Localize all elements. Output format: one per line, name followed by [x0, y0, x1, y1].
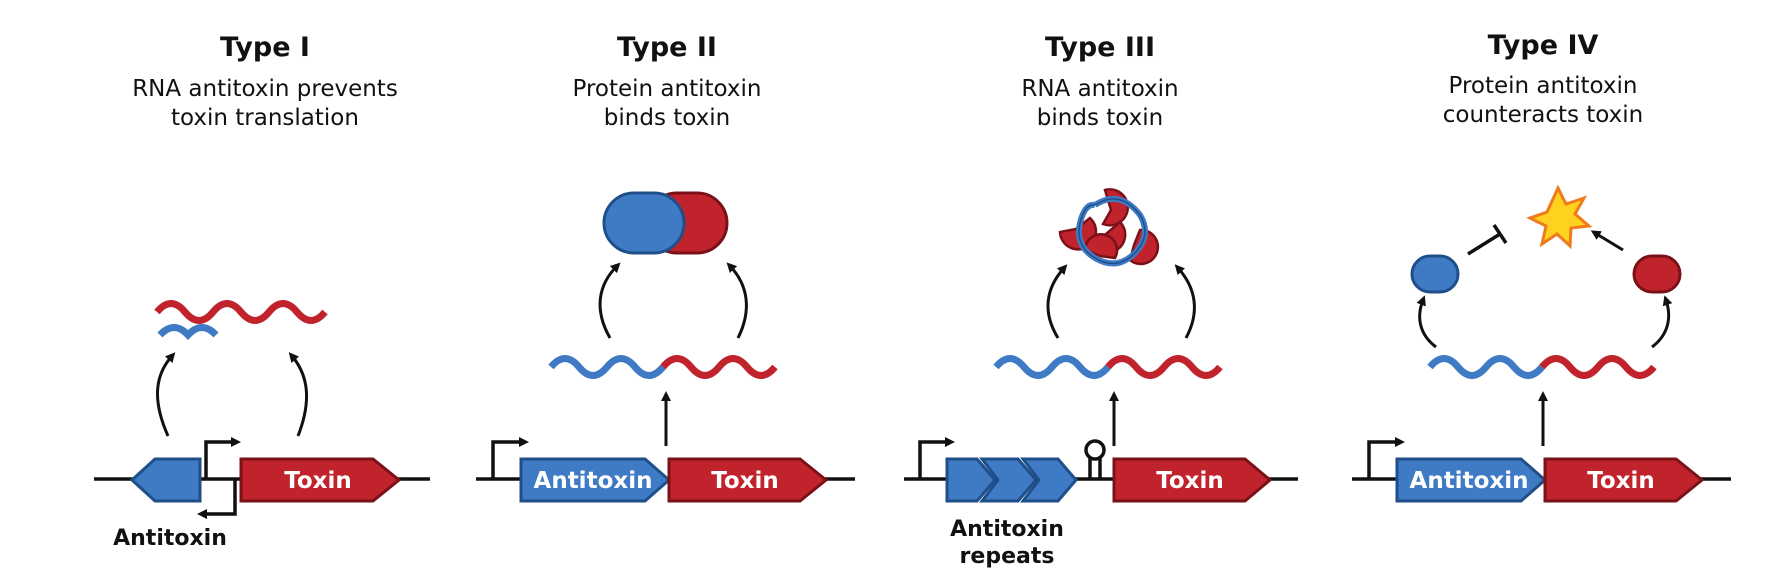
panel-title: Type IV	[1488, 30, 1599, 61]
promoter	[1367, 437, 1405, 479]
antitoxin-rna	[993, 355, 1111, 379]
transcription-arrow-left	[156, 352, 176, 437]
inhibition-line	[1467, 224, 1508, 256]
translation-arrow-right	[1651, 295, 1673, 349]
panel-subtitle-line2: counteracts toxin	[1443, 102, 1644, 128]
toxin-mrna	[660, 355, 778, 379]
panel-title: Type II	[617, 32, 717, 63]
antitoxin-repeats-label-line2: repeats	[960, 544, 1055, 569]
antitoxin-repeats-label-line1: Antitoxin	[950, 517, 1064, 542]
toxin-antitoxin-complex	[1058, 188, 1160, 267]
antitoxin-label: Antitoxin	[113, 526, 227, 551]
panel-subtitle-line2: binds toxin	[1037, 105, 1163, 131]
panel-title: Type III	[1045, 32, 1155, 63]
toxin-gene	[239, 457, 402, 503]
antitoxin-protein	[1410, 254, 1460, 294]
toxin-action-arrow	[1590, 230, 1624, 252]
antitoxin-mrna	[1427, 355, 1545, 379]
antitoxin-repeat-2	[978, 457, 1038, 503]
terminator-loop	[1084, 439, 1106, 461]
antitoxin-gene	[1395, 457, 1548, 503]
terminator-hairpin	[1088, 458, 1102, 479]
panel-subtitle-line1: Protein antitoxin	[1449, 73, 1638, 99]
translation-arrow-right	[1174, 264, 1196, 339]
promoter	[918, 437, 955, 479]
toxin-gene	[1543, 457, 1705, 503]
antitoxin-gene-label: Antitoxin	[1410, 468, 1529, 494]
transcription-arrow-right	[288, 352, 309, 437]
antitoxin-gene	[129, 457, 202, 503]
antitoxin-gene-label: Antitoxin	[534, 468, 653, 494]
translation-arrow-left	[1046, 264, 1068, 339]
toxin-effect-star-icon	[1526, 184, 1593, 250]
translation-arrow-left	[598, 262, 621, 339]
antitoxin-gene	[519, 457, 672, 503]
toxin-promoter	[204, 437, 241, 479]
promoter	[491, 437, 529, 479]
panel-title: Type I	[220, 32, 310, 63]
panel-subtitle-line1: RNA antitoxin	[1021, 76, 1178, 102]
panel-subtitle-line2: toxin translation	[171, 105, 359, 131]
toxin-mrna	[154, 300, 328, 324]
panel-type-4: Type IV Protein antitoxin counteracts to…	[1352, 30, 1731, 503]
toxin-gene-label: Toxin	[1587, 468, 1655, 494]
toxin-gene	[667, 457, 829, 503]
toxin-gene-label: Toxin	[711, 468, 779, 494]
toxin-mrna	[1539, 355, 1657, 379]
panel-type-1: Type I RNA antitoxin prevents toxin tran…	[94, 32, 430, 551]
panel-subtitle-line1: Protein antitoxin	[573, 76, 762, 102]
antitoxin-promoter	[197, 479, 237, 519]
toxin-gene	[1112, 457, 1273, 503]
antitoxin-repeat-1	[945, 457, 997, 503]
toxin-gene-label: Toxin	[1156, 468, 1224, 494]
toxin-protein	[1632, 254, 1682, 294]
panel-subtitle-line2: binds toxin	[604, 105, 730, 131]
toxin-mrna	[1105, 355, 1223, 379]
toxin-gene-label: Toxin	[284, 468, 352, 494]
translation-arrow-left	[1416, 295, 1437, 349]
antitoxin-mrna	[548, 355, 666, 379]
antitoxin-protein	[602, 191, 686, 255]
panel-type-2: Type II Protein antitoxin binds toxin An…	[476, 32, 855, 503]
panel-subtitle-line1: RNA antitoxin prevents	[132, 76, 398, 102]
panel-type-3: Type III RNA antitoxin binds toxin	[904, 32, 1298, 569]
translation-arrow-right	[726, 262, 748, 339]
antitoxin-rna	[157, 324, 219, 341]
antitoxin-repeat-3	[1019, 457, 1078, 503]
